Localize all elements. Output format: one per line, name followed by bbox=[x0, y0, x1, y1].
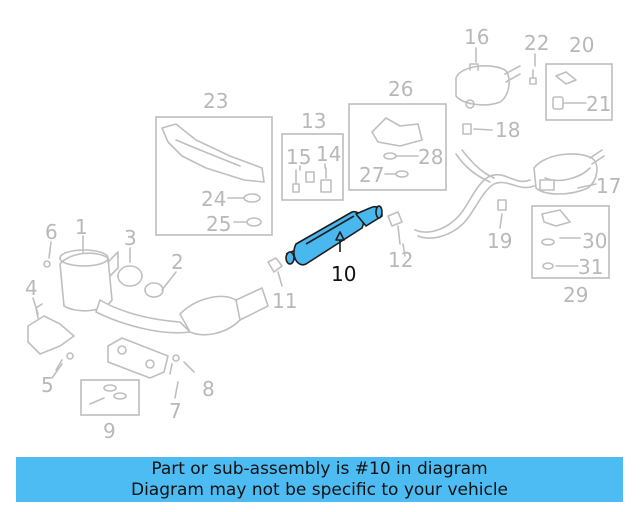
callout-2: 2 bbox=[171, 250, 184, 274]
callout-28: 28 bbox=[418, 145, 443, 169]
callout-20: 20 bbox=[569, 33, 594, 57]
leader-lines bbox=[32, 47, 597, 399]
callout-18: 18 bbox=[495, 118, 520, 142]
callout-23: 23 bbox=[203, 89, 228, 113]
callout-14: 14 bbox=[316, 142, 341, 166]
callout-10-highlighted: 10 bbox=[331, 262, 356, 286]
callout-25: 25 bbox=[206, 212, 231, 236]
callout-11: 11 bbox=[272, 289, 297, 313]
callout-5: 5 bbox=[41, 373, 54, 397]
callout-17: 17 bbox=[596, 174, 621, 198]
callout-13: 13 bbox=[301, 109, 326, 133]
callout-15: 15 bbox=[286, 145, 311, 169]
callout-22: 22 bbox=[524, 31, 549, 55]
callout-12: 12 bbox=[388, 248, 413, 272]
callout-4: 4 bbox=[25, 276, 38, 300]
callout-6: 6 bbox=[45, 220, 58, 244]
callout-1: 1 bbox=[75, 215, 88, 239]
tail-muffler-part bbox=[455, 63, 521, 109]
callout-9: 9 bbox=[103, 419, 116, 443]
front-exhaust-assembly bbox=[27, 249, 269, 379]
callout-3: 3 bbox=[124, 226, 137, 250]
banner-line-disclaimer: Diagram may not be specific to your vehi… bbox=[130, 480, 508, 500]
callout-box-9 bbox=[80, 379, 140, 416]
callout-labels: 1 2 3 4 5 6 7 8 9 10 11 12 13 14 15 16 1… bbox=[25, 25, 621, 443]
callout-31: 31 bbox=[578, 255, 603, 279]
banner-line-part-number: Part or sub-assembly is #10 in diagram bbox=[151, 459, 488, 479]
part-10-center-muffler[interactable] bbox=[285, 205, 383, 266]
callout-box-26 bbox=[348, 103, 447, 191]
callout-27: 27 bbox=[359, 163, 384, 187]
callout-19: 19 bbox=[487, 229, 512, 253]
callout-21: 21 bbox=[586, 92, 611, 116]
callout-29: 29 bbox=[563, 283, 588, 307]
callout-box-20 bbox=[545, 63, 613, 121]
callout-8: 8 bbox=[202, 377, 215, 401]
diagram-notice-banner: Part or sub-assembly is #10 in diagram D… bbox=[16, 457, 623, 502]
small-hardware-parts bbox=[462, 69, 537, 211]
callout-box-29 bbox=[531, 205, 610, 279]
callout-7: 7 bbox=[169, 399, 182, 423]
callout-24: 24 bbox=[201, 187, 226, 211]
rear-muffler-assembly bbox=[414, 149, 605, 239]
callout-box-23 bbox=[155, 116, 273, 236]
callout-30: 30 bbox=[582, 229, 607, 253]
callout-16: 16 bbox=[464, 25, 489, 49]
callout-26: 26 bbox=[388, 77, 413, 101]
callout-box-13 bbox=[281, 133, 344, 201]
clamp-parts bbox=[267, 211, 403, 287]
